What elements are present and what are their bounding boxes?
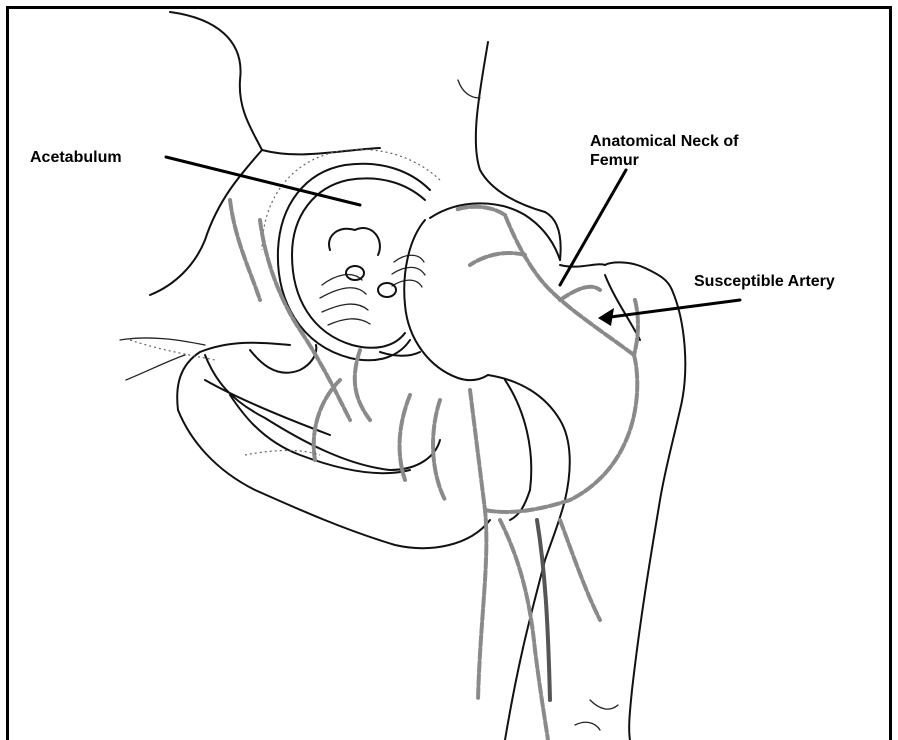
artery-label: Susceptible Artery bbox=[694, 272, 835, 291]
artery-arrowhead bbox=[598, 308, 614, 326]
neck-pointer bbox=[560, 170, 626, 285]
acetabulum-socket bbox=[262, 149, 440, 360]
neck-label-line1: Anatomical Neck of bbox=[590, 132, 738, 151]
neck-label-line2: Femur bbox=[590, 151, 738, 170]
artery-pointer bbox=[603, 300, 740, 318]
acetabulum-pointer bbox=[166, 157, 360, 205]
neck-label: Anatomical Neck of Femur bbox=[590, 132, 738, 170]
acetabulum-label: Acetabulum bbox=[30, 148, 122, 167]
femur-shaft bbox=[488, 262, 685, 740]
